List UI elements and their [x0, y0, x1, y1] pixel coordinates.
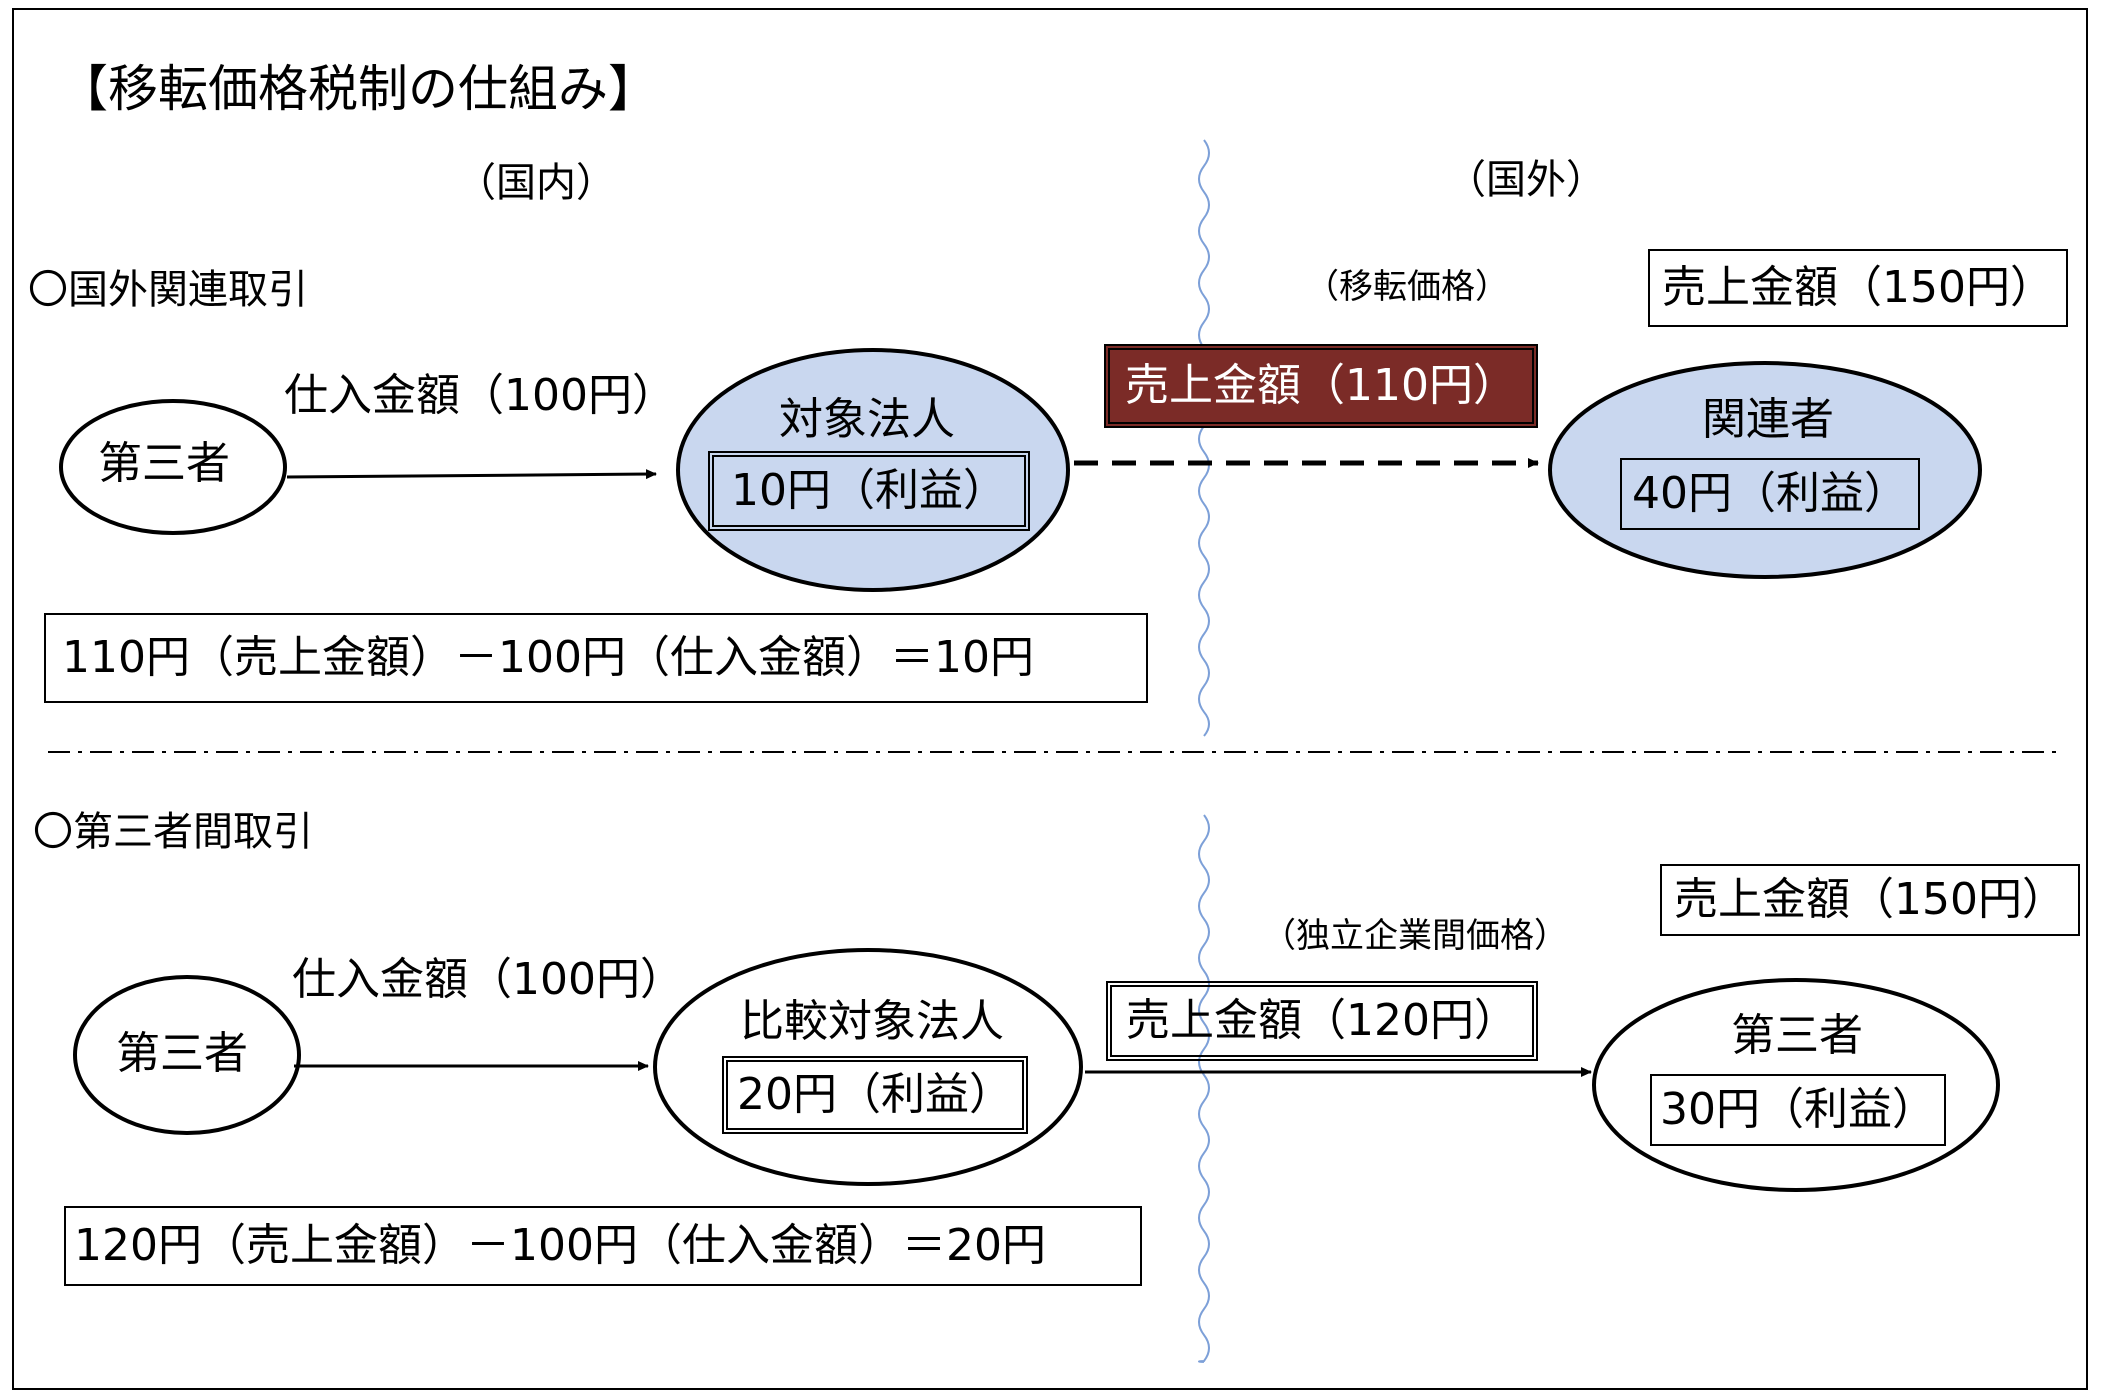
section1-formula-text: 110円（売上金額）－100円（仕入金額）＝10円: [62, 632, 1034, 683]
domestic-header: （国内）: [456, 160, 616, 206]
page-title: 【移転価格税制の仕組み】: [58, 60, 658, 118]
border-wavy-line-bottom: [1198, 814, 1210, 1363]
related-sales-box: 売上金額（150円）: [1648, 249, 2068, 327]
related-profit-text: 40円（利益）: [1632, 468, 1908, 519]
purchase-arrow-1: [286, 469, 657, 480]
comparable-profit-box: 20円（利益）: [722, 1056, 1028, 1134]
section2-third-party-left-label: 第三者: [116, 1028, 248, 1079]
subject-corporation-label: 対象法人: [779, 394, 955, 445]
arms-length-sales-box: 売上金額（120円）: [1106, 981, 1538, 1061]
section1-label: 〇国外関連取引: [28, 267, 308, 313]
subject-profit-text: 10円（利益）: [731, 465, 1007, 516]
third-party-profit-box: 30円（利益）: [1650, 1074, 1946, 1146]
transfer-sales-box: 売上金額（110円）: [1104, 344, 1538, 428]
section2-label: 〇第三者間取引: [33, 809, 313, 855]
section2-formula-text: 120円（売上金額）－100円（仕入金額）＝20円: [74, 1220, 1046, 1271]
third-party-sales-text: 売上金額（150円）: [1674, 874, 2066, 925]
third-party-profit-text: 30円（利益）: [1660, 1084, 1936, 1135]
related-profit-box: 40円（利益）: [1620, 458, 1920, 530]
comparable-profit-text: 20円（利益）: [737, 1069, 1013, 1120]
section2-third-party-right-label: 第三者: [1731, 1010, 1863, 1061]
transfer-price-label: （移転価格）: [1305, 267, 1509, 307]
section2-formula-box: 120円（売上金額）－100円（仕入金額）＝20円: [64, 1206, 1142, 1286]
diagram-frame: [12, 8, 2088, 1390]
comparable-corporation-ellipse: [653, 948, 1083, 1186]
section1-third-party-label: 第三者: [98, 438, 230, 489]
transfer-sales-text: 売上金額（110円）: [1125, 360, 1517, 411]
foreign-header: （国外）: [1446, 157, 1606, 203]
arms-length-sales-text: 売上金額（120円）: [1126, 995, 1518, 1046]
related-sales-text: 売上金額（150円）: [1662, 262, 2054, 313]
section1-purchase-label: 仕入金額（100円）: [284, 370, 676, 421]
related-party-ellipse: [1548, 361, 1982, 579]
section2-purchase-label: 仕入金額（100円）: [292, 954, 684, 1005]
related-party-label: 関連者: [1702, 394, 1834, 445]
third-party-sales-box: 売上金額（150円）: [1660, 864, 2080, 936]
comparable-corporation-label: 比較対象法人: [740, 996, 1004, 1047]
third-party-ellipse-1: [59, 399, 287, 535]
border-wavy-line-top: [1198, 139, 1210, 737]
section1-formula-box: 110円（売上金額）－100円（仕入金額）＝10円: [44, 613, 1148, 703]
arms-length-price-label: （独立企業間価格）: [1262, 916, 1568, 956]
third-party-ellipse-left: [73, 975, 301, 1135]
third-party-ellipse-right: [1592, 978, 2000, 1192]
subject-profit-box: 10円（利益）: [708, 451, 1030, 531]
